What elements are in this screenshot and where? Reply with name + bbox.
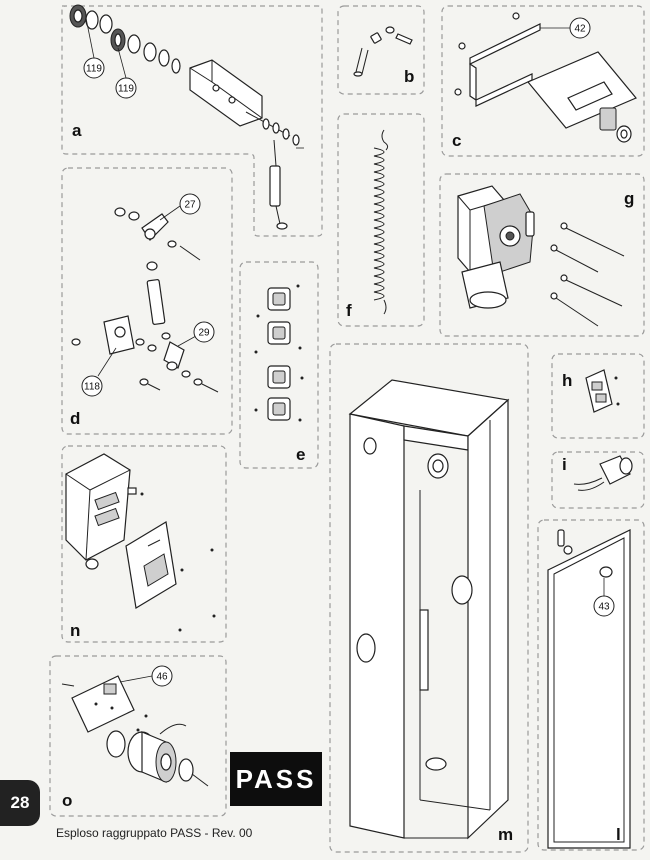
svg-text:43: 43 [598, 602, 610, 613]
panel-c-frame [441, 5, 645, 157]
panel-f-drawing [373, 129, 389, 315]
panel-l-frame [537, 519, 645, 851]
panel-g-label: g [624, 189, 634, 208]
panel-d-frame [61, 167, 233, 435]
panel-b-drawing [353, 26, 413, 77]
panel-f-label: f [346, 301, 352, 320]
panel-d-label: d [70, 409, 80, 428]
panel-l-drawing [547, 529, 631, 849]
panel-h-frame [551, 353, 645, 439]
panel-b-frame [337, 5, 425, 95]
svg-text:27: 27 [184, 200, 196, 211]
panel-f-frame [337, 113, 425, 327]
page-number-badge: 28 [0, 780, 40, 826]
panel-e-drawing [254, 284, 304, 422]
panel-a-drawing [69, 4, 304, 230]
callout-d-27: 27 [159, 193, 201, 221]
svg-text:118: 118 [84, 382, 100, 393]
pass-brand-logo: PASS [230, 752, 322, 806]
footer-caption: Esploso raggruppato PASS - Rev. 00 [56, 826, 253, 840]
panel-o-drawing [61, 675, 209, 787]
panel-i-drawing [573, 455, 633, 491]
panel-e-frame [239, 261, 319, 469]
svg-text:119: 119 [118, 84, 134, 95]
panel-e-label: e [296, 445, 305, 464]
callout-c-42: 42 [540, 17, 591, 39]
panel-n-drawing [65, 453, 216, 632]
panel-m-frame [329, 343, 529, 853]
panel-d-drawing [71, 207, 219, 393]
callout-d-118: 118 [81, 347, 117, 397]
callout-d-29: 29 [177, 321, 215, 347]
panel-h-drawing [585, 369, 620, 413]
callout-l-43: 43 [593, 578, 615, 617]
panel-n-label: n [70, 621, 80, 640]
panel-o-frame [49, 655, 227, 817]
panel-a-label: a [72, 121, 82, 140]
panel-i-frame [551, 451, 645, 509]
panel-o-label: o [62, 791, 72, 810]
svg-text:119: 119 [86, 64, 102, 75]
svg-text:46: 46 [156, 672, 168, 683]
svg-text:29: 29 [198, 328, 210, 339]
panel-l-label: l [616, 825, 621, 844]
callout-o-46: 46 [119, 665, 173, 687]
panel-c-label: c [452, 131, 461, 150]
panel-a-frame [61, 5, 323, 237]
panel-h-label: h [562, 371, 572, 390]
panel-i-label: i [562, 455, 567, 474]
panel-m-drawing [348, 379, 510, 840]
panel-b-label: b [404, 67, 414, 86]
svg-text:42: 42 [574, 24, 586, 35]
callout-a-119-bottom: 119 [115, 47, 137, 99]
panel-m-label: m [498, 825, 513, 844]
panel-n-frame [61, 445, 227, 643]
callout-a-119-top: 119 [83, 17, 105, 79]
panel-g-drawing [457, 185, 625, 327]
panel-c-drawing [454, 12, 637, 143]
